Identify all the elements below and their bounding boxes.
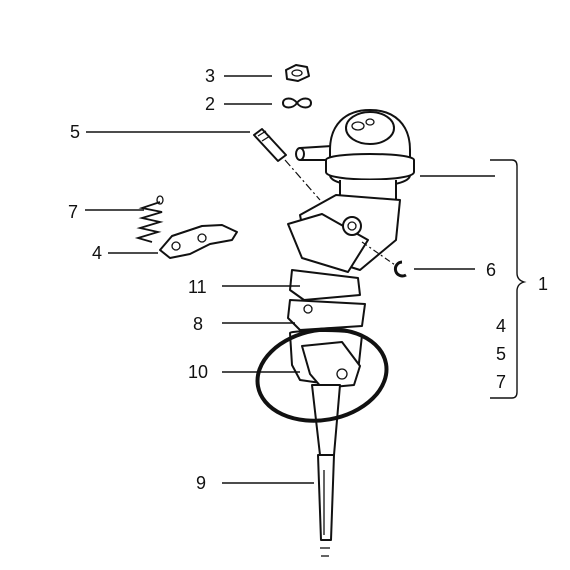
- callout-7-left: 7: [68, 202, 78, 222]
- centerline-6: [361, 241, 396, 266]
- callout-1: 1: [538, 274, 548, 294]
- callout-4-right: 4: [496, 316, 506, 336]
- nut-part-3: [285, 64, 310, 82]
- centerline-5: [284, 159, 321, 201]
- highlight-circle: [255, 327, 389, 423]
- lever-part-4: [159, 224, 238, 259]
- callout-4-left: 4: [92, 243, 102, 263]
- circlip-part-6: [393, 260, 407, 278]
- callout-3: 3: [205, 66, 215, 86]
- distributor-housing: [287, 194, 401, 557]
- callout-11: 11: [188, 277, 207, 297]
- pin-part-5: [253, 128, 287, 162]
- vacuum-unit: [295, 109, 415, 206]
- callout-8: 8: [193, 314, 203, 334]
- callout-7-right: 7: [496, 372, 506, 392]
- callout-6: 6: [486, 260, 496, 280]
- callout-10: 10: [188, 362, 208, 382]
- callout-5-right: 5: [496, 344, 506, 364]
- callout-9: 9: [196, 473, 206, 493]
- assembly-bracket: [490, 159, 527, 399]
- spring-part-7: [134, 195, 164, 243]
- washer-part-2: [282, 97, 312, 109]
- callout-5-left: 5: [70, 122, 80, 142]
- callout-2: 2: [205, 94, 215, 114]
